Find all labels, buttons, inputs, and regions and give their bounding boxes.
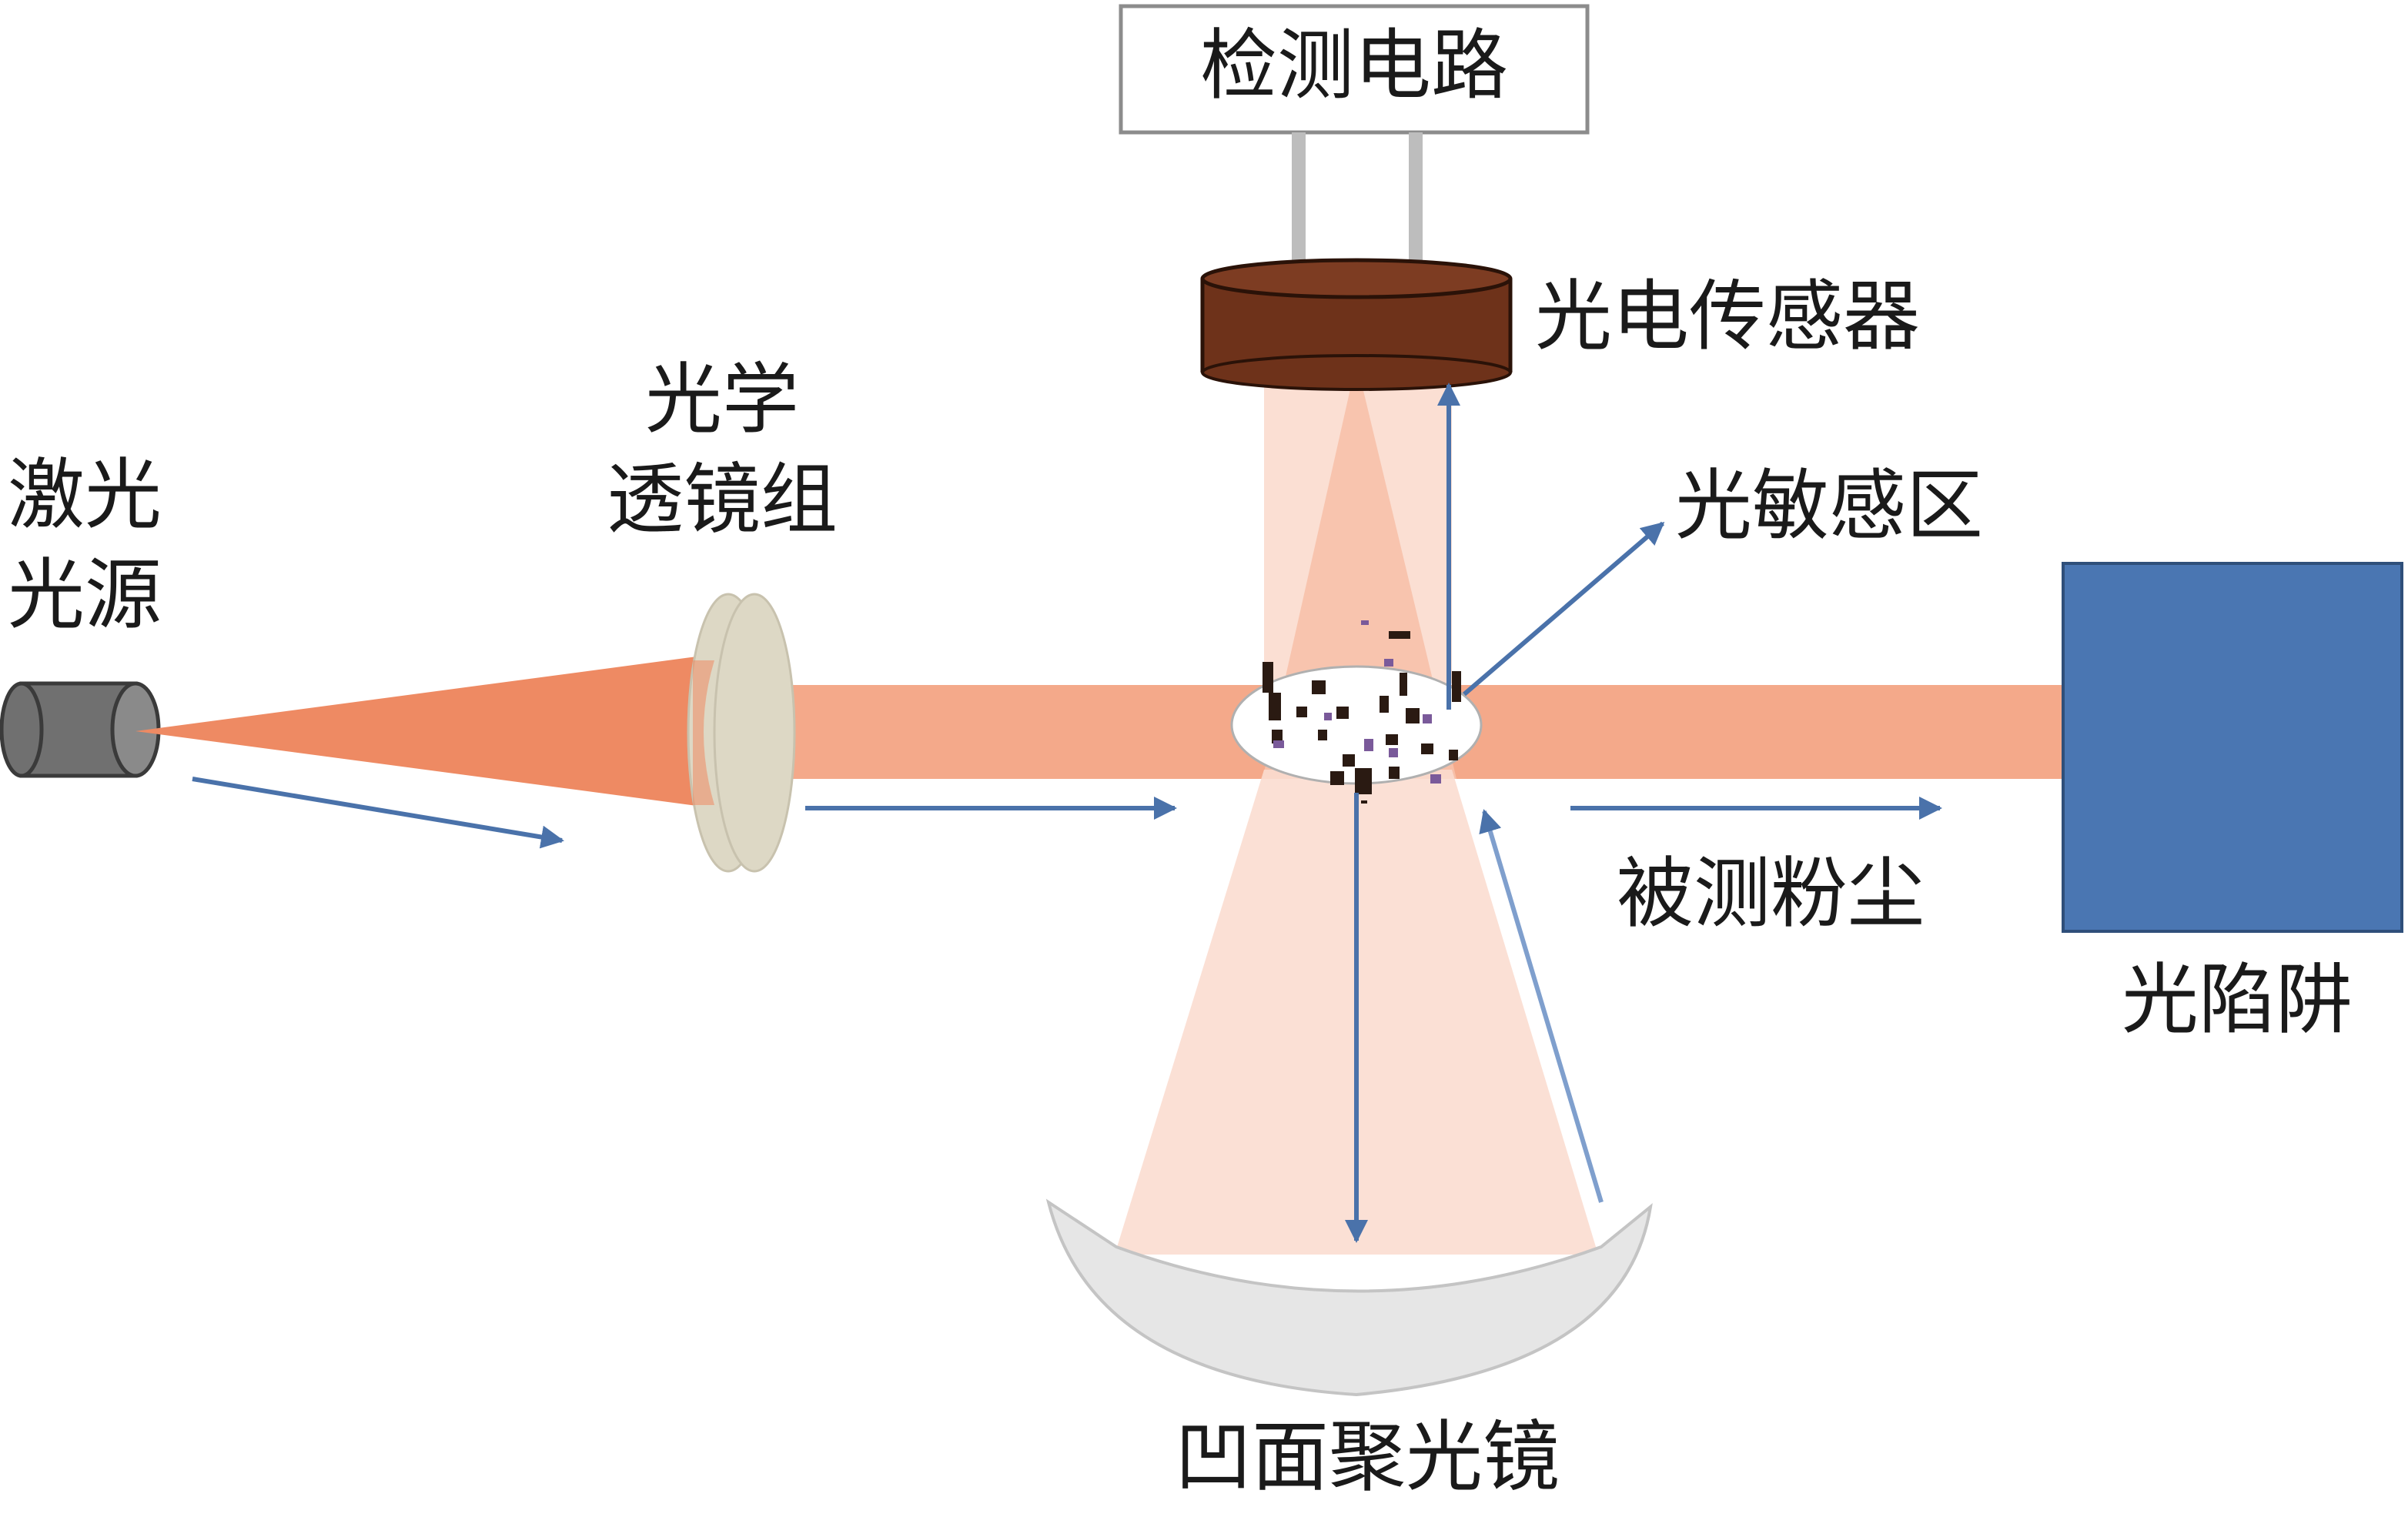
arrow-sensitive-pointer [1463, 521, 1665, 697]
mirror-label: 凹面聚光镜 [1175, 1412, 1560, 1502]
photo-sensor-label: 光电传感器 [1535, 271, 1920, 361]
light-trap-label: 光陷阱 [2122, 954, 2353, 1044]
sensitive-area-label: 光敏感区 [1675, 460, 1983, 550]
arrows [192, 383, 1942, 1243]
dust-particles [1263, 631, 1461, 804]
sensor-wire-right [1409, 132, 1423, 286]
concave-mirror [1045, 1198, 1653, 1397]
laser-source [0, 681, 161, 778]
detection-circuit-box [1119, 4, 1590, 135]
lens-group-label-line2: 透镜组 [607, 454, 838, 544]
laser-source-label-line1: 激光 [8, 449, 162, 540]
lens-group [687, 593, 796, 873]
laser-cone [135, 654, 714, 808]
arrow-mirror-to-zone [1479, 809, 1604, 1203]
light-trap [2062, 562, 2403, 933]
dust-particles-violet [1273, 620, 1441, 784]
dust-label: 被测粉尘 [1617, 848, 1925, 938]
sensor-wire-left [1292, 132, 1306, 286]
photo-sensor [1200, 258, 1513, 391]
detection-circuit-label: 检测电路 [1200, 20, 1508, 110]
lens-group-label-line1: 光学 [645, 354, 799, 444]
laser-source-label-line2: 光源 [8, 550, 162, 640]
arrow-laser-to-lens [192, 777, 564, 849]
